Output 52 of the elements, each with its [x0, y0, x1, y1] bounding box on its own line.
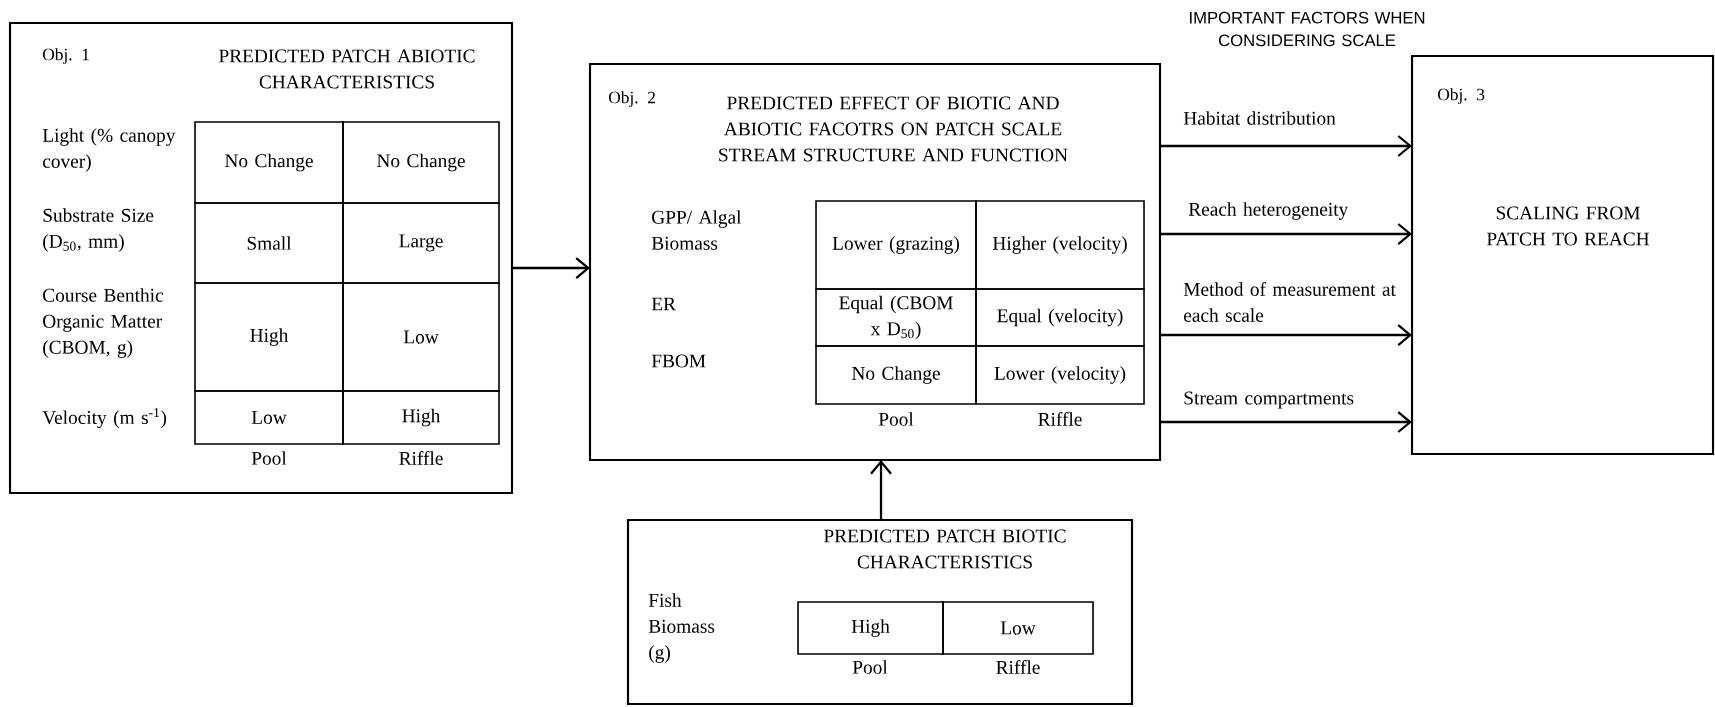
row-label: FBOM	[651, 354, 706, 368]
column-label: Pool	[852, 660, 888, 674]
arrow	[1160, 324, 1413, 346]
panel	[8, 21, 514, 495]
edge-label: Reach heterogeneity	[1188, 202, 1349, 220]
table-cell: Large	[342, 202, 500, 284]
column-label: Pool	[878, 412, 914, 426]
column-label: Riffle	[1038, 412, 1082, 426]
arrow	[1160, 223, 1413, 245]
panel	[1410, 54, 1715, 456]
row-label: Course Benthic Organic Matter (CBOM, g)	[43, 288, 164, 358]
row-label: Fish Biomass (g)	[648, 593, 715, 663]
table-cell: Equal (velocity)	[975, 288, 1145, 347]
table-cell: Equal (CBOM x D$_{50}$)	[815, 288, 977, 347]
table-cell: Higher (velocity)	[975, 200, 1145, 290]
objective-label: Obj. 3	[1438, 88, 1485, 104]
table-cell: Lower (velocity)	[975, 345, 1145, 405]
edge-label: Habitat distribution	[1183, 111, 1336, 125]
heading: SCALING FROM PATCH TO REACH	[1486, 206, 1650, 246]
arrow	[870, 460, 892, 520]
panel	[588, 62, 1162, 462]
column-label: Pool	[251, 451, 287, 465]
edge-label: Stream compartments	[1184, 391, 1354, 409]
table-cell: Low	[342, 282, 500, 392]
section-heading: IMPORTANT FACTORS WHEN CONSIDERING SCALE	[1190, 11, 1425, 47]
heading: PREDICTED PATCH ABIOTIC CHARACTERISTICS	[219, 49, 475, 89]
column-label: Riffle	[399, 451, 443, 465]
heading: PREDICTED PATCH BIOTIC CHARACTERISTICS	[824, 529, 1066, 569]
row-label: Substrate Size (D$_{50}$, mm)	[43, 208, 154, 252]
row-label: ER	[651, 297, 676, 311]
row-label: GPP/ Algal Biomass	[651, 210, 742, 250]
table-cell: High	[342, 390, 500, 445]
table-cell: Low	[942, 601, 1094, 655]
arrow	[1160, 135, 1413, 157]
heading: PREDICTED EFFECT OF BIOTIC AND ABIOTIC FACOTRS ON PATCH SCALE STREAM STRUCTURE AND FUNCTION	[719, 96, 1068, 162]
table-cell: Lower (grazing)	[815, 200, 977, 290]
arrow	[512, 257, 590, 279]
objective-label: Obj. 1	[43, 48, 89, 64]
row-label: Velocity (m s$^{-1}$)	[42, 407, 167, 429]
table-cell: High	[194, 282, 344, 392]
table-cell: Low	[194, 390, 344, 445]
table-cell: Small	[194, 202, 344, 284]
panel	[626, 518, 1134, 706]
table-cell: No Change	[194, 121, 344, 204]
edge-label: Method of measurement at each scale	[1183, 282, 1396, 322]
table-cell: High	[797, 601, 944, 655]
row-label: Light (% canopy cover)	[42, 128, 176, 172]
objective-label: Obj. 2	[609, 91, 655, 107]
table-cell: No Change	[815, 345, 977, 405]
column-label: Riffle	[996, 660, 1040, 674]
arrow	[1160, 411, 1413, 433]
table-cell: No Change	[342, 121, 500, 204]
